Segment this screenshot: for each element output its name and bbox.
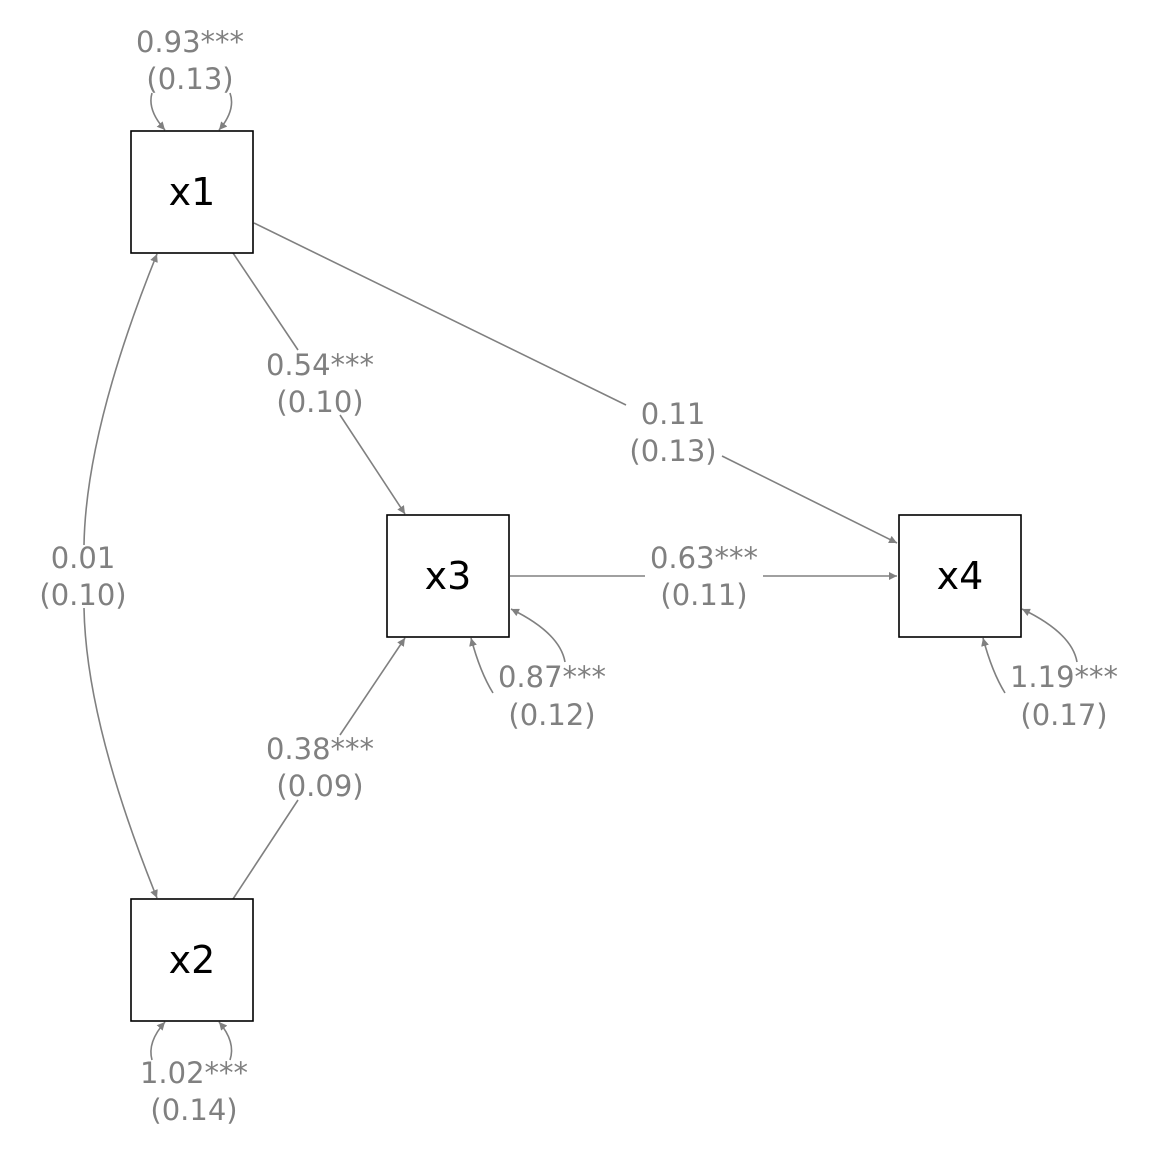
path-x1-x3-estimate: 0.54*** — [266, 348, 374, 382]
node-x3-label: x3 — [425, 554, 472, 598]
path-x2-x3 — [232, 637, 406, 900]
path-x1-x4-estimate: 0.11 — [641, 397, 706, 431]
variance-loop-x3 — [469, 608, 566, 694]
path-x1-x4 — [253, 222, 898, 544]
variance-x1-estimate: 0.93*** — [136, 25, 244, 59]
variance-x2-estimate: 1.02*** — [140, 1056, 248, 1090]
node-x2: x2 — [130, 898, 254, 1022]
path-x1-x3-se: (0.10) — [276, 385, 363, 419]
path-x1-x4-se: (0.13) — [629, 434, 716, 468]
variance-x4-se: (0.17) — [1020, 698, 1107, 732]
node-x4: x4 — [898, 514, 1022, 638]
path-x3-x4-se: (0.11) — [660, 578, 747, 612]
node-x2-label: x2 — [169, 938, 216, 982]
node-x4-label: x4 — [937, 554, 984, 598]
node-x1-label: x1 — [169, 170, 216, 214]
path-x1-x3 — [232, 252, 406, 515]
variance-x2-se: (0.14) — [150, 1093, 237, 1127]
variance-loop-x1 — [150, 92, 233, 131]
variance-loop-x4 — [981, 608, 1078, 694]
node-x1: x1 — [130, 130, 254, 254]
variance-x3-se: (0.12) — [508, 698, 595, 732]
variance-x4-estimate: 1.19*** — [1010, 660, 1118, 694]
covariance-x1-x2-estimate: 0.01 — [51, 541, 116, 575]
variance-loop-x2 — [150, 1021, 233, 1061]
path-x3-x4-estimate: 0.63*** — [650, 541, 758, 575]
path-x2-x3-se: (0.09) — [276, 769, 363, 803]
covariance-x1-x2-se: (0.10) — [39, 578, 126, 612]
covariance-x1-x2 — [83, 253, 158, 899]
variance-x3-estimate: 0.87*** — [498, 660, 606, 694]
path-x2-x3-estimate: 0.38*** — [266, 732, 374, 766]
variance-x1-se: (0.13) — [146, 62, 233, 96]
node-x3: x3 — [386, 514, 510, 638]
